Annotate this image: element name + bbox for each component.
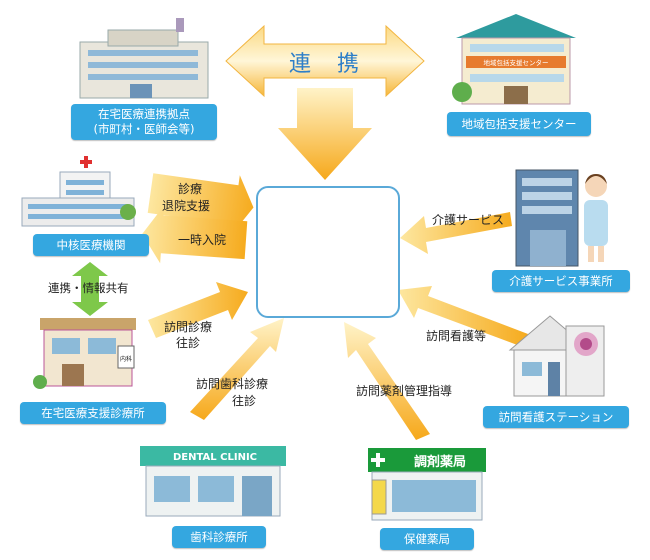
- node-chiiki-center: 地域包括支援センター: [447, 112, 591, 136]
- node-dental-label: 歯科診療所: [190, 529, 248, 544]
- node-houmon-kango-label: 訪問看護ステーション: [498, 409, 614, 424]
- renkei-joho-arrow: [72, 262, 108, 316]
- renkei-banner-label: 連 携: [289, 52, 361, 77]
- node-pharmacy: 保健薬局: [380, 528, 474, 550]
- arrow-yakuzai: 訪問薬剤管理指導: [356, 384, 453, 398]
- kaigo-building-icon: [515, 169, 579, 267]
- node-kaigo-service-label: 介護サービス事業所: [509, 273, 613, 288]
- shinryojo-building-icon: 内科: [33, 318, 136, 389]
- dental-sign: DENTAL CLINIC: [173, 452, 257, 463]
- node-zaitaku-shinryo-label: 在宅医療支援診療所: [41, 405, 145, 420]
- node-zaitaku-shinryo: 在宅医療支援診療所: [20, 402, 166, 424]
- houmon-kango-building-icon: [508, 315, 605, 397]
- node-kaigo-service: 介護サービス事業所: [492, 270, 630, 292]
- arrow-renkei-joho: 連携・情報共有: [48, 281, 129, 295]
- arrow-houmon-shika-line2: 往診: [232, 394, 257, 408]
- ichiji-arrow: [142, 205, 248, 264]
- shinryo-arrow: [147, 173, 254, 235]
- arrow-kaigo: 介護サービス: [432, 213, 505, 227]
- kyoten-building-icon: [79, 18, 209, 99]
- arrow-shinryo-line2: 退院支援: [162, 199, 211, 213]
- node-chukaku: 中核医療機関: [33, 234, 149, 256]
- pharmacy-building-icon: 調剤薬局: [368, 448, 486, 521]
- node-dental: 歯科診療所: [172, 526, 266, 548]
- down-arrow: [278, 88, 372, 180]
- arrow-houmon-kango: 訪問看護等: [426, 329, 487, 343]
- houmon-shika-arrow: [190, 318, 284, 420]
- arrow-houmon-shika-line1: 訪問歯科診療: [196, 377, 269, 391]
- arrow-houmon-shinryo-line2: 往診: [176, 336, 201, 350]
- node-houmon-kango: 訪問看護ステーション: [483, 406, 629, 428]
- dental-building-icon: DENTAL CLINIC: [140, 446, 286, 517]
- renkei-banner-arrow: [225, 24, 425, 98]
- pharmacy-sign: 調剤薬局: [414, 454, 466, 470]
- arrow-shinryo-line1: 診療: [178, 182, 203, 196]
- arrow-ichiji: 一時入院: [178, 233, 227, 247]
- houmon-shinryo-arrow: [148, 282, 248, 338]
- chiiki-center-sign: 地域包括支援センター: [484, 58, 549, 67]
- node-pharmacy-label: 保健薬局: [404, 531, 450, 546]
- arrow-houmon-shinryo-line1: 訪問診療: [164, 320, 213, 334]
- node-zaitaku-kyoten: 在宅医療連携拠点 (市町村・医師会等): [71, 104, 217, 140]
- nurse-icon: [584, 174, 608, 262]
- center-illustration-frame: [256, 186, 400, 318]
- node-zaitaku-kyoten-line1: 在宅医療連携拠点: [98, 107, 190, 121]
- chiiki-center-building-icon: 地域包括支援センター: [452, 14, 576, 105]
- houmon-kango-arrow: [398, 286, 528, 346]
- chukaku-hospital-icon: [21, 156, 136, 227]
- shinryojo-sign: 内科: [120, 355, 132, 363]
- node-zaitaku-kyoten-line2: (市町村・医師会等): [93, 122, 195, 136]
- yakuzai-arrow: [344, 322, 430, 440]
- node-chukaku-label: 中核医療機関: [56, 237, 126, 252]
- node-chiiki-center-label: 地域包括支援センター: [461, 116, 577, 131]
- kaigo-arrow: [400, 212, 512, 254]
